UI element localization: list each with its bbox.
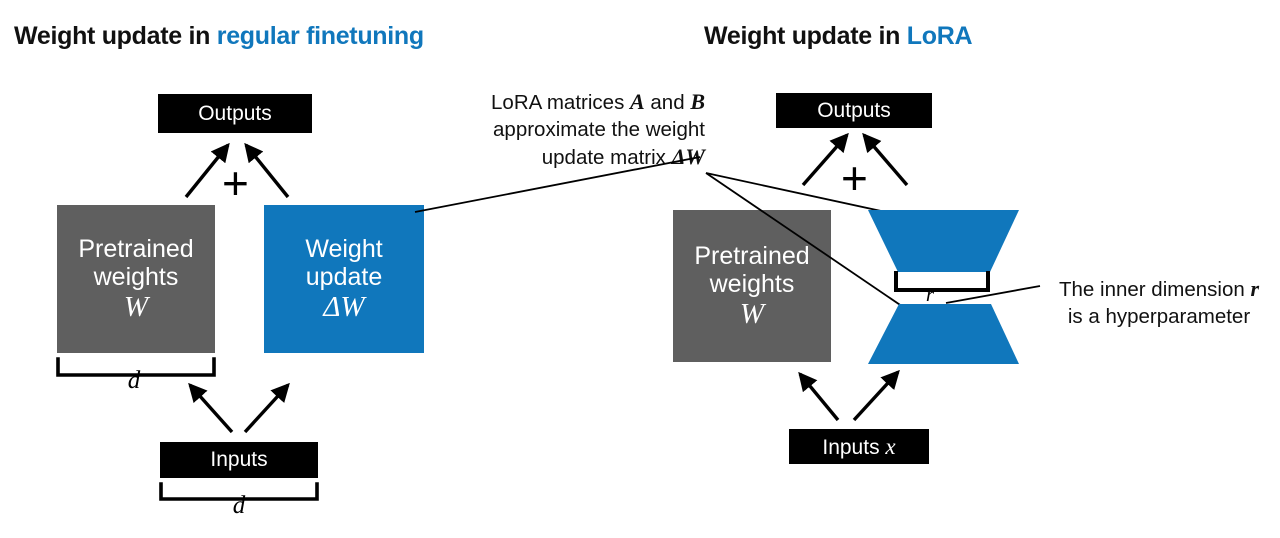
right-outputs-box: Outputs: [776, 93, 932, 128]
left-weights-dimension-label: d: [127, 367, 141, 394]
right-pretrained-line2: weights: [709, 269, 795, 298]
left-arrow-inputs-to-update: [243, 382, 290, 434]
right-plus-sign: +: [841, 152, 868, 204]
right-inputs-symbol: x: [885, 433, 896, 459]
center-note-line1: LoRA matrices A and B: [491, 89, 705, 114]
left-update-line1: Weight: [305, 234, 383, 263]
left-arrow-update-to-outputs: [244, 142, 290, 199]
left-pretrained-symbol: W: [123, 290, 149, 323]
left-inputs-dimension-label: d: [232, 492, 246, 519]
leader-line-r-to-note: [945, 285, 1041, 304]
right-pretrained-line1: Pretrained: [694, 241, 810, 270]
left-title-accent: regular finetuning: [216, 22, 424, 50]
left-pretrained-weights-box: Pretrained weights W: [57, 205, 215, 353]
left-inputs-box: Inputs: [160, 442, 318, 478]
left-inputs-label: Inputs: [210, 448, 268, 472]
left-update-symbol: ΔW: [323, 290, 365, 323]
right-title-accent: LoRA: [906, 22, 973, 50]
right-note-line2: is a hyperparameter: [1067, 304, 1251, 328]
right-inputs-label: Inputs x: [822, 433, 896, 459]
right-title-prefix: Weight update in: [704, 22, 907, 50]
matrix-b-label: B: [919, 224, 940, 257]
center-note-line3: update matrix ΔW: [541, 144, 705, 170]
right-arrow-b-to-outputs: [862, 132, 909, 187]
left-plus-sign: +: [222, 157, 249, 209]
left-outputs-box: Outputs: [158, 94, 312, 133]
right-panel-title: Weight update in LoRA: [704, 22, 973, 51]
left-weight-update-box: Weight update ΔW: [264, 205, 424, 353]
right-outputs-label: Outputs: [817, 98, 891, 122]
left-update-line2: update: [305, 262, 383, 291]
right-pretrained-weights-box: Pretrained weights W: [673, 210, 831, 362]
right-pretrained-symbol: W: [739, 297, 765, 330]
left-panel-title: Weight update in regular finetuning: [14, 22, 424, 51]
right-arrow-inputs-to-weights: [798, 371, 840, 422]
left-title-prefix: Weight update in: [14, 22, 217, 50]
right-inputs-box: Inputs x: [789, 429, 929, 464]
left-outputs-label: Outputs: [198, 101, 272, 125]
matrix-a-label: A: [919, 319, 940, 352]
inner-dimension-label: r: [925, 282, 935, 306]
right-note-line1: The inner dimension r: [1059, 276, 1259, 301]
lora-matrices-annotation: LoRA matrices A and B approximate the we…: [420, 88, 705, 172]
left-pretrained-line2: weights: [93, 262, 179, 291]
right-arrow-inputs-to-matrix-a: [852, 369, 900, 422]
left-arrow-inputs-to-weights: [188, 382, 234, 434]
left-pretrained-line1: Pretrained: [78, 234, 194, 263]
inner-dimension-annotation: The inner dimension r is a hyperparamete…: [1044, 275, 1274, 330]
center-note-line2: approximate the weight: [493, 117, 705, 141]
